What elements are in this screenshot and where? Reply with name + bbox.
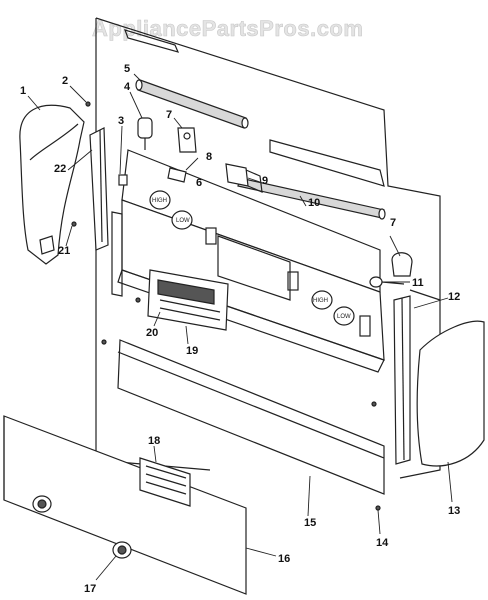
callout-5: 5 [124, 63, 130, 75]
right-side-bracket-part-12 [393, 295, 411, 465]
relay-part-9 [225, 163, 263, 193]
callout-11: 11 [412, 277, 424, 289]
callout-14: 14 [376, 537, 389, 549]
leader-lines [27, 73, 453, 581]
knob-label-4: LOW [337, 314, 351, 320]
callout-13: 13 [448, 505, 460, 517]
knob-label-3: HIGH [313, 298, 328, 304]
callout-16: 16 [278, 553, 290, 565]
callout-12: 12 [448, 291, 460, 303]
callout-labels: 1 2 3 4 5 6 7 7 8 9 10 11 12 13 14 15 16… [20, 63, 460, 595]
callout-20: 20 [146, 327, 158, 339]
watermark-text: AppliancePartsPros.com [92, 16, 363, 41]
callout-10: 10 [308, 197, 320, 209]
callout-7-right: 7 [390, 217, 396, 229]
callout-4: 4 [124, 81, 131, 93]
upper-glass-shields [124, 29, 385, 187]
keypad-part-18 [139, 457, 191, 507]
callout-2: 2 [62, 75, 68, 87]
callout-17: 17 [84, 583, 96, 595]
callout-18: 18 [148, 435, 160, 447]
left-end-cap-part-1 [19, 104, 85, 265]
callout-19: 19 [186, 345, 198, 357]
callout-3: 3 [118, 115, 124, 127]
knob-label-1: HIGH [152, 198, 167, 204]
callout-6: 6 [196, 177, 202, 189]
callout-7-upper: 7 [166, 109, 172, 121]
trim-strip-part-15 [117, 339, 385, 495]
callout-8: 8 [206, 151, 212, 163]
callout-1: 1 [20, 85, 26, 97]
bracket-part-3 [118, 174, 128, 186]
knob-part-17 [112, 541, 132, 559]
clock-timer-board-part-19 [147, 269, 229, 331]
top-tube-part-5 [135, 79, 249, 129]
right-end-cap-part-13 [416, 320, 485, 467]
knob-left-part [32, 495, 52, 513]
lamp-socket-part-4 [137, 117, 153, 150]
bracket-part-7-right [391, 252, 413, 277]
callout-9: 9 [262, 175, 268, 187]
bracket-part-7-upper [177, 127, 197, 153]
control-panel-body: HIGH LOW HIGH LOW [111, 149, 385, 373]
knob-label-2: LOW [176, 218, 190, 224]
callout-15: 15 [304, 517, 316, 529]
clip-part-8 [167, 167, 187, 183]
left-side-bracket-part-22 [89, 127, 109, 251]
callout-21: 21 [58, 245, 70, 257]
callout-22: 22 [54, 163, 66, 175]
